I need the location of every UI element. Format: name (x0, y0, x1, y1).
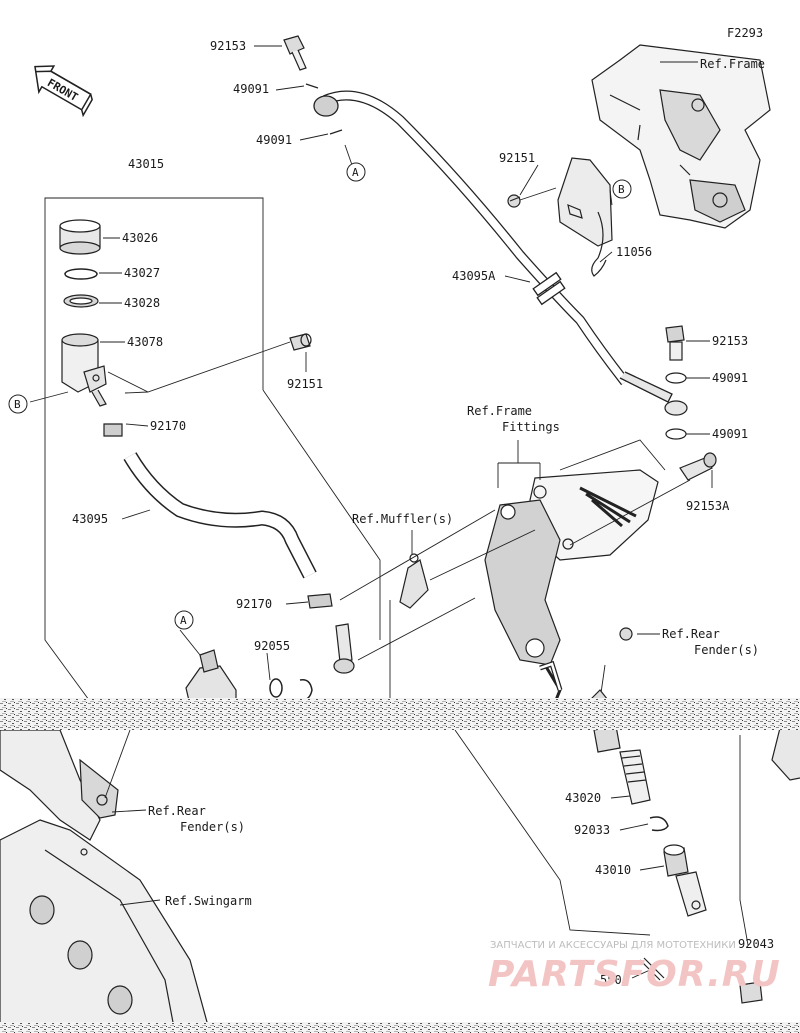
label-ref-rear-fender-right-2: Fender(s) (694, 643, 759, 657)
o-ring-92055 (269, 678, 313, 701)
bolt-92153A (679, 452, 717, 481)
label-92153A: 92153A (686, 499, 730, 513)
label-92055: 92055 (254, 639, 290, 653)
label-43078: 43078 (127, 335, 163, 349)
label-92151-left: 92151 (287, 377, 323, 391)
label-ref-frame-fittings-2: Fittings (502, 420, 560, 434)
bracket-11056 (557, 157, 613, 277)
clamp-92170-bottom (307, 593, 333, 609)
label-43095: 43095 (72, 512, 108, 526)
callout-a-top-label: A (352, 166, 359, 179)
label-49091-2: 49091 (256, 133, 292, 147)
label-92153-mid: 92153 (712, 334, 748, 348)
frame-fittings (484, 469, 659, 701)
scan-noise-bottom (0, 1022, 800, 1033)
label-ref-muffler: Ref.Muffler(s) (352, 512, 453, 526)
washer-49091-top (305, 83, 343, 135)
callout-a-top: A (346, 162, 366, 182)
label-ref-swingarm: Ref.Swingarm (165, 894, 252, 908)
label-92151-right: 92151 (499, 151, 535, 165)
watermark: ЗАПЧАСТИ И АКСЕССУАРЫ ДЛЯ МОТОТЕХНИКИ PA… (488, 940, 781, 995)
callout-a-bottom: A (174, 610, 194, 630)
reservoir-43078 (61, 333, 107, 407)
frame-structure (591, 44, 771, 229)
label-92153-top: 92153 (210, 39, 246, 53)
label-92170-2: 92170 (236, 597, 272, 611)
label-49091-1: 49091 (233, 82, 269, 96)
diaphragm-43028 (63, 294, 99, 308)
banjo-bolt-92153-mid (664, 325, 688, 440)
label-92033: 92033 (574, 823, 610, 837)
muffler-bracket (399, 553, 429, 609)
watermark-brand-logo: PARTSFOR.RU (488, 954, 781, 995)
label-49091-3: 49091 (712, 371, 748, 385)
brake-hose-43095A (313, 90, 673, 403)
label-ref-frame-top: Ref.Frame (700, 57, 765, 71)
callout-b-left: B (8, 394, 28, 414)
bolt-92151-right (507, 194, 521, 208)
label-43026: 43026 (122, 231, 158, 245)
callout-a-bottom-label: A (180, 614, 187, 627)
label-550: 550 (600, 973, 622, 987)
label-43028: 43028 (124, 296, 160, 310)
swingarm (0, 819, 211, 1033)
reservoir-cap-43026 (59, 219, 101, 255)
circlip-92033 (649, 816, 669, 832)
label-43020: 43020 (565, 791, 601, 805)
label-43027: 43027 (124, 266, 160, 280)
label-43015: 43015 (128, 157, 164, 171)
hose-fitting (333, 623, 355, 674)
callout-b-right-label: B (618, 183, 625, 196)
leader-lines (29, 144, 749, 946)
bolt-92151-left (289, 333, 312, 351)
bolt-rear-fender-right (619, 627, 633, 641)
banjo-bolt-92153-top (283, 35, 307, 71)
label-leaders (99, 45, 713, 979)
clamp-92170-top (103, 423, 123, 437)
diaphragm-plate-43027 (64, 268, 98, 280)
watermark-shop-text: ЗАПЧАСТИ И АКСЕССУАРЫ ДЛЯ МОТОТЕХНИКИ (490, 940, 736, 951)
label-ref-rear-fender-right-1: Ref.Rear (662, 627, 720, 641)
callout-b-right: B (612, 179, 632, 199)
rear-fender-left (0, 729, 119, 841)
label-92043: 92043 (738, 937, 774, 951)
label-43095A: 43095A (452, 269, 496, 283)
label-ref-rear-fender-left-1: Ref.Rear (148, 804, 206, 818)
label-43010: 43010 (595, 863, 631, 877)
label-11056: 11056 (616, 245, 652, 259)
label-ref-rear-fender-left-2: Fender(s) (180, 820, 245, 834)
pin-92043 (739, 981, 763, 1004)
label-ref-frame-fittings-1: Ref.Frame (467, 404, 532, 418)
callout-b-left-label: B (14, 398, 21, 411)
boot-43020 (593, 725, 651, 805)
label-92170-1: 92170 (150, 419, 186, 433)
label-49091-4: 49091 (712, 427, 748, 441)
push-rod-43010 (663, 844, 707, 917)
reservoir-hose-43095 (123, 452, 317, 579)
front-direction-badge: FRONT (34, 65, 93, 118)
diagram-code: F2293 (727, 26, 763, 40)
scan-noise-band (0, 698, 800, 730)
master-cylinder-body (185, 649, 237, 706)
